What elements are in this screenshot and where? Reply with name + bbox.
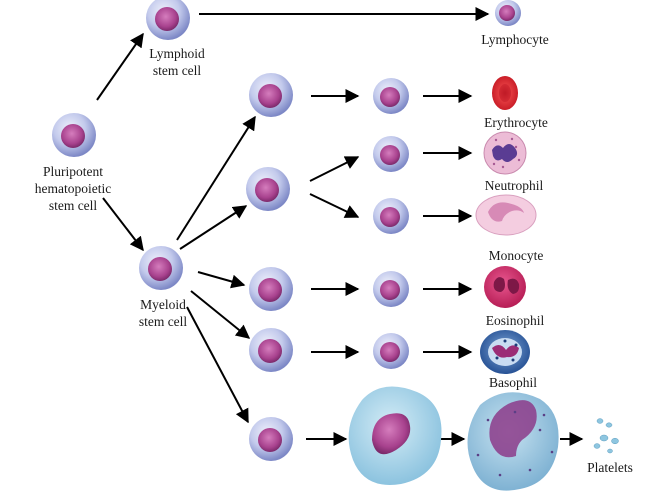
myeloid-stem-cell — [139, 246, 183, 290]
arrow-myeloid-to-granulocyte-progenitor — [179, 205, 248, 250]
erythrocyte-label: Erythrocyte — [484, 115, 548, 130]
arrow-myeloid-to-basophil-progenitor — [190, 290, 251, 339]
platelets-label: Platelets — [587, 460, 633, 475]
pluripotent-stem-cell — [52, 113, 96, 157]
lymphoid-stem-cell-label: Lymphoid stem cell — [149, 46, 205, 78]
erythroid-progenitor-cell — [249, 73, 293, 117]
megakaryocyte-cell — [467, 392, 559, 491]
erythroid-precursor-cell — [373, 78, 409, 114]
basophil-precursor-cell — [373, 333, 409, 369]
arrow-myeloid-to-eosinophil-progenitor — [197, 271, 246, 289]
platelets-cluster — [593, 418, 619, 454]
lymphocyte-label: Lymphocyte — [481, 32, 549, 47]
granulocyte-monocyte-progenitor-cell — [246, 167, 290, 211]
neutrophil-precursor-cell — [373, 136, 409, 172]
promegakaryocyte-cell — [348, 386, 442, 485]
neutrophil-label: Neutrophil — [484, 178, 544, 193]
basophil-cell — [480, 330, 530, 374]
monocyte-cell — [475, 194, 537, 236]
eosinophil-progenitor-cell — [249, 267, 293, 311]
erythrocyte-cell — [492, 76, 518, 110]
eosinophil-cell — [484, 266, 526, 308]
basophil-label: Basophil — [488, 375, 538, 390]
pluripotent-stem-cell-label: Pluripotent hematopoietic stem cell — [34, 164, 112, 213]
lymphoid-stem-cell — [146, 0, 190, 40]
monocyte-precursor-cell — [373, 198, 409, 234]
arrow-granulocyte-to-monocyte-precursor — [309, 193, 360, 218]
lymphocyte-cell — [495, 0, 521, 26]
neutrophil-cell — [483, 131, 527, 175]
arrow-pluripotent-to-myeloid — [102, 197, 144, 252]
arrow-pluripotent-to-lymphoid — [96, 32, 144, 101]
monocyte-label: Monocyte — [488, 248, 544, 263]
basophil-progenitor-cell — [249, 328, 293, 372]
arrow-granulocyte-to-neutrophil-precursor — [309, 156, 360, 182]
arrow-myeloid-to-erythroid-progenitor — [176, 115, 256, 241]
eosinophil-label: Eosinophil — [485, 313, 545, 328]
arrow-myeloid-to-megakaryocyte-progenitor — [186, 306, 249, 424]
myeloid-stem-cell-label: Myeloid stem cell — [138, 297, 188, 329]
eosinophil-precursor-cell — [373, 271, 409, 307]
megakaryocyte-progenitor-cell — [249, 417, 293, 461]
